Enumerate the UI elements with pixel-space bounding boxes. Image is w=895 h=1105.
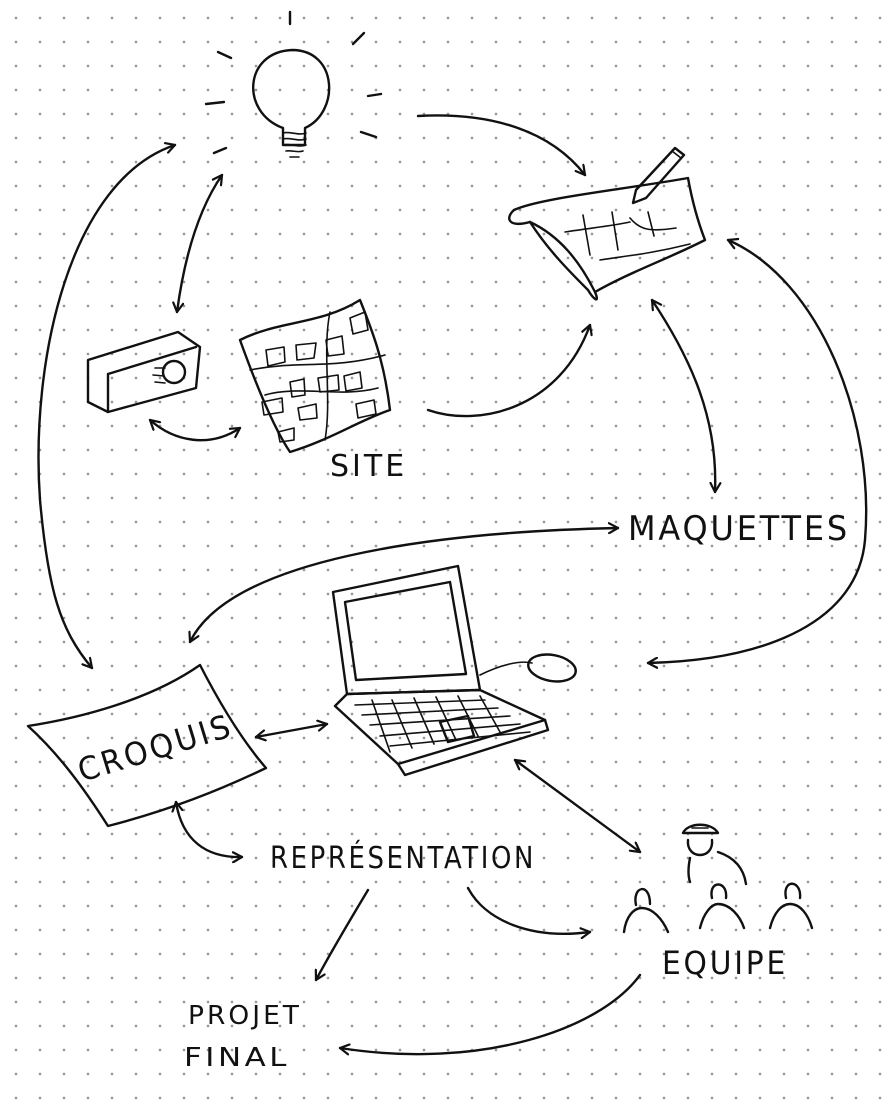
arrow-plan-maquettes xyxy=(650,298,715,494)
arrow-equipe-final xyxy=(338,973,642,1054)
label-final: FINAL xyxy=(184,1043,290,1073)
arrow-projector-site xyxy=(148,418,242,442)
lightbulb-icon xyxy=(204,10,383,158)
laptop-icon xyxy=(331,564,550,777)
site-map-icon xyxy=(238,298,392,454)
label-site: SITE xyxy=(330,449,407,484)
label-maquettes: MAQUETTES xyxy=(628,509,850,549)
arrow-bulb-projector xyxy=(177,173,224,314)
arrow-bulb-to-plan xyxy=(416,114,587,177)
arrow-site-to-plan xyxy=(426,323,590,418)
projector-icon xyxy=(86,330,202,414)
label-projet: PROJET xyxy=(188,1001,302,1031)
arrow-croquis-laptop xyxy=(254,724,329,737)
arrow-laptop-equipe xyxy=(513,758,642,854)
flow-arrows xyxy=(37,114,868,1054)
label-croquis: CROQUIS xyxy=(73,707,237,790)
arrow-croquis-maquettes xyxy=(190,528,620,644)
arrow-representation-projet xyxy=(316,888,370,982)
plan-scroll-icon xyxy=(508,176,707,301)
arrow-bulb-croquis xyxy=(37,145,177,670)
label-representation: REPRÉSENTATION xyxy=(270,840,536,876)
label-equipe: EQUIPE xyxy=(662,944,788,982)
arrow-plan-laptop xyxy=(646,240,868,663)
pencil-icon xyxy=(631,146,686,205)
arrow-croquis-representation xyxy=(176,800,244,857)
team-people-icon xyxy=(622,823,814,934)
mouse-icon xyxy=(527,653,577,683)
sketch-paper-icon xyxy=(26,663,268,828)
arrow-representation-equipe xyxy=(466,886,592,934)
